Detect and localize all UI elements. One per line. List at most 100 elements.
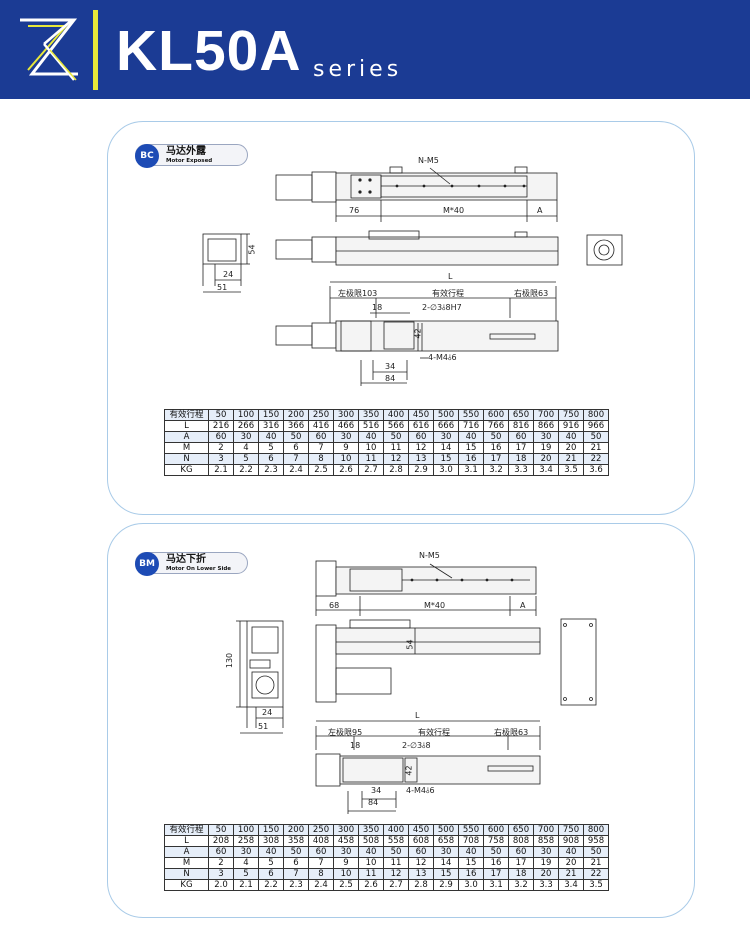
table-cell: 10 bbox=[333, 868, 359, 880]
row-header: L bbox=[164, 835, 209, 847]
end-view-motor bbox=[236, 620, 284, 734]
dim-24: 24 bbox=[262, 708, 273, 717]
table-cell: 3.4 bbox=[533, 464, 559, 476]
table-cell: 17 bbox=[508, 857, 534, 869]
bottom-view bbox=[275, 281, 559, 386]
dim-stroke: 有效行程 bbox=[418, 728, 450, 737]
end-view-motor bbox=[202, 233, 250, 293]
table-cell: 750 bbox=[558, 824, 584, 836]
table-cell: 958 bbox=[583, 835, 609, 847]
table-cell: 40 bbox=[358, 846, 384, 858]
table-cell: 30 bbox=[333, 846, 359, 858]
dim-limit-right: 右极限63 bbox=[514, 289, 549, 298]
table-cell: 2.7 bbox=[383, 879, 409, 891]
table-cell: 22 bbox=[583, 868, 609, 880]
dim-84: 84 bbox=[368, 798, 379, 807]
table-cell: 2.2 bbox=[258, 879, 284, 891]
table-cell: 350 bbox=[358, 824, 384, 836]
table-cell: 2.8 bbox=[408, 879, 434, 891]
table-cell: 16 bbox=[458, 868, 484, 880]
dim-l: L bbox=[448, 272, 453, 281]
table-cell: 2.4 bbox=[308, 879, 334, 891]
table-cell: 8 bbox=[308, 868, 334, 880]
dim-pin: 2-∅3⫰8 bbox=[402, 741, 431, 750]
dim-24: 24 bbox=[223, 270, 234, 279]
dim-m4: 4-M4⫰6 bbox=[428, 353, 457, 362]
table-cell: 3.0 bbox=[458, 879, 484, 891]
table-cell: 400 bbox=[383, 824, 409, 836]
table-cell: 30 bbox=[433, 846, 459, 858]
table-cell: 508 bbox=[358, 835, 384, 847]
table-cell: 40 bbox=[558, 846, 584, 858]
dim-m4: 4-M4⫰6 bbox=[406, 786, 435, 795]
table-cell: 100 bbox=[233, 824, 259, 836]
table-cell: 60 bbox=[308, 846, 334, 858]
side-view bbox=[275, 230, 559, 266]
table-cell: 2.6 bbox=[358, 879, 384, 891]
badge-subtitle: Motor On Lower Side bbox=[166, 566, 232, 572]
table-cell: 40 bbox=[258, 846, 284, 858]
table-cell: 208 bbox=[208, 835, 234, 847]
dim-68: 68 bbox=[329, 601, 340, 610]
table-cell: 12 bbox=[383, 868, 409, 880]
table-cell: 3.1 bbox=[483, 879, 509, 891]
end-view-carriage bbox=[560, 618, 597, 706]
header-band: KL50A series bbox=[0, 0, 750, 99]
badge-motor-lower-side: BM 马达下折 Motor On Lower Side bbox=[135, 552, 248, 576]
table-cell: 5 bbox=[258, 857, 284, 869]
table-cell: 2.1 bbox=[233, 879, 259, 891]
table-cell: 358 bbox=[283, 835, 309, 847]
table-cell: 21 bbox=[583, 857, 609, 869]
table-cell: 7 bbox=[283, 868, 309, 880]
table-cell: 266 bbox=[233, 420, 259, 432]
table-cell: 19 bbox=[533, 857, 559, 869]
table-cell: 2 bbox=[208, 442, 234, 454]
table-cell: 708 bbox=[458, 835, 484, 847]
table-cell: 550 bbox=[458, 824, 484, 836]
table-cell: 50 bbox=[483, 846, 509, 858]
table-cell: 150 bbox=[258, 824, 284, 836]
dim-34: 34 bbox=[371, 786, 382, 795]
dim-34: 34 bbox=[385, 362, 396, 371]
table-cell: 21 bbox=[558, 868, 584, 880]
dim-limit-left: 左极限103 bbox=[338, 289, 378, 298]
row-header: KG bbox=[164, 464, 209, 476]
table-cell: 3.5 bbox=[558, 464, 584, 476]
table-cell: 21 bbox=[583, 442, 609, 454]
table-cell: 2 bbox=[208, 857, 234, 869]
table-cell: 30 bbox=[533, 846, 559, 858]
dim-51: 51 bbox=[217, 283, 228, 292]
table-cell: 14 bbox=[433, 857, 459, 869]
row-header: 有效行程 bbox=[164, 824, 209, 836]
table-cell: 8 bbox=[308, 453, 334, 465]
table-cell: 200 bbox=[283, 824, 309, 836]
badge-motor-exposed: BC 马达外露 Motor Exposed bbox=[135, 144, 248, 168]
dim-l: L bbox=[415, 711, 420, 720]
table-cell: 30 bbox=[233, 846, 259, 858]
table-cell: 2.3 bbox=[283, 879, 309, 891]
table-cell: 50 bbox=[583, 846, 609, 858]
table-cell: 10 bbox=[358, 857, 384, 869]
table-cell: 50 bbox=[283, 846, 309, 858]
row-header: KG bbox=[164, 879, 209, 891]
dim-m40: M*40 bbox=[443, 206, 465, 215]
table-cell: 11 bbox=[358, 868, 384, 880]
table-cell: 50 bbox=[383, 846, 409, 858]
table-cell: 10 bbox=[333, 453, 359, 465]
table-cell: 2.9 bbox=[408, 464, 434, 476]
bottom-view bbox=[315, 720, 541, 814]
top-view bbox=[315, 560, 537, 616]
table-cell: 6 bbox=[258, 868, 284, 880]
table-cell: 3.3 bbox=[533, 879, 559, 891]
badge-code: BM bbox=[135, 552, 159, 576]
dim-76: 76 bbox=[349, 206, 360, 215]
dim-42: 42 bbox=[404, 765, 414, 776]
dim-18: 18 bbox=[350, 741, 361, 750]
